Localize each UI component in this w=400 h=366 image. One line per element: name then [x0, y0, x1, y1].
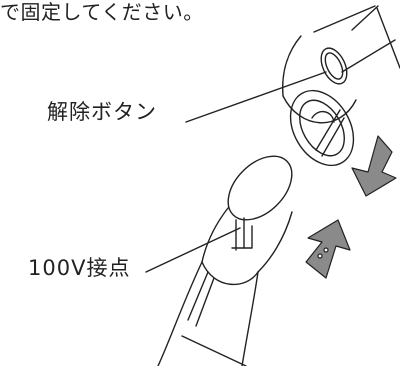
contact-leader-line [145, 227, 241, 273]
arrow-down-left-icon [351, 135, 397, 197]
upper-pipe-opening [289, 89, 355, 167]
lower-pipe [157, 155, 293, 366]
release-button-leader-line [185, 71, 327, 123]
instruction-text: で固定してください。 [0, 0, 204, 24]
contact-100v-label: 100V接点 [28, 256, 131, 280]
lower-pipe-connector-end [227, 155, 293, 221]
upper-pipe [281, 5, 400, 167]
upper-pipe-socket [299, 99, 345, 157]
release-button [320, 47, 348, 85]
release-button-label: 解除ボタン [47, 100, 157, 124]
